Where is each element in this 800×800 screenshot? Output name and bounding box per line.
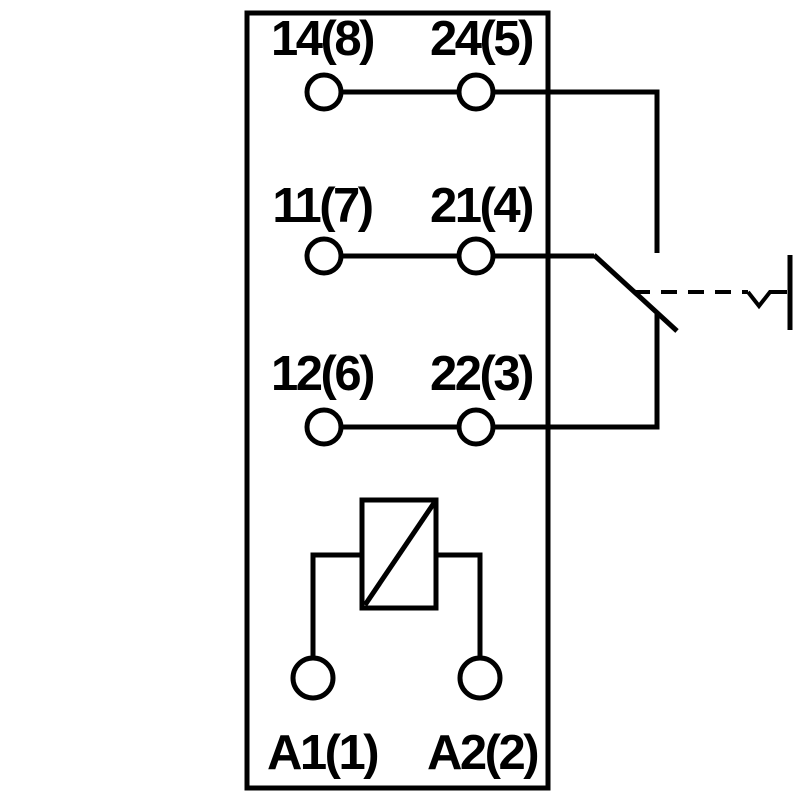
- coil-wire-a1: [310, 552, 362, 656]
- terminal-circle-12: [304, 407, 344, 447]
- terminal-label-a2: A2(2): [427, 726, 537, 780]
- relay-body-outline: [244, 10, 551, 791]
- terminal-circle-a1: [290, 655, 336, 701]
- coil-symbol-diagonal: [362, 501, 437, 607]
- terminal-circle-21: [456, 236, 496, 276]
- terminal-label-12: 12(6): [271, 347, 373, 401]
- terminal-circle-a2: [457, 655, 503, 701]
- no-contact-wire: [492, 89, 660, 253]
- coil-wire-a2: [436, 552, 483, 656]
- terminal-label-22: 22(3): [430, 347, 532, 401]
- terminal-circle-11: [304, 236, 344, 276]
- nc-contact-wire: [492, 314, 660, 430]
- terminal-label-21: 21(4): [430, 179, 532, 233]
- actuator-notch: [746, 290, 787, 310]
- terminal-circle-22: [456, 407, 496, 447]
- terminal-label-24: 24(5): [430, 12, 532, 66]
- terminal-label-11: 11(7): [272, 179, 371, 233]
- terminal-label-a1: A1(1): [267, 726, 377, 780]
- terminal-circle-24: [456, 72, 496, 112]
- terminal-circle-14: [304, 72, 344, 112]
- terminal-label-14: 14(8): [271, 12, 373, 66]
